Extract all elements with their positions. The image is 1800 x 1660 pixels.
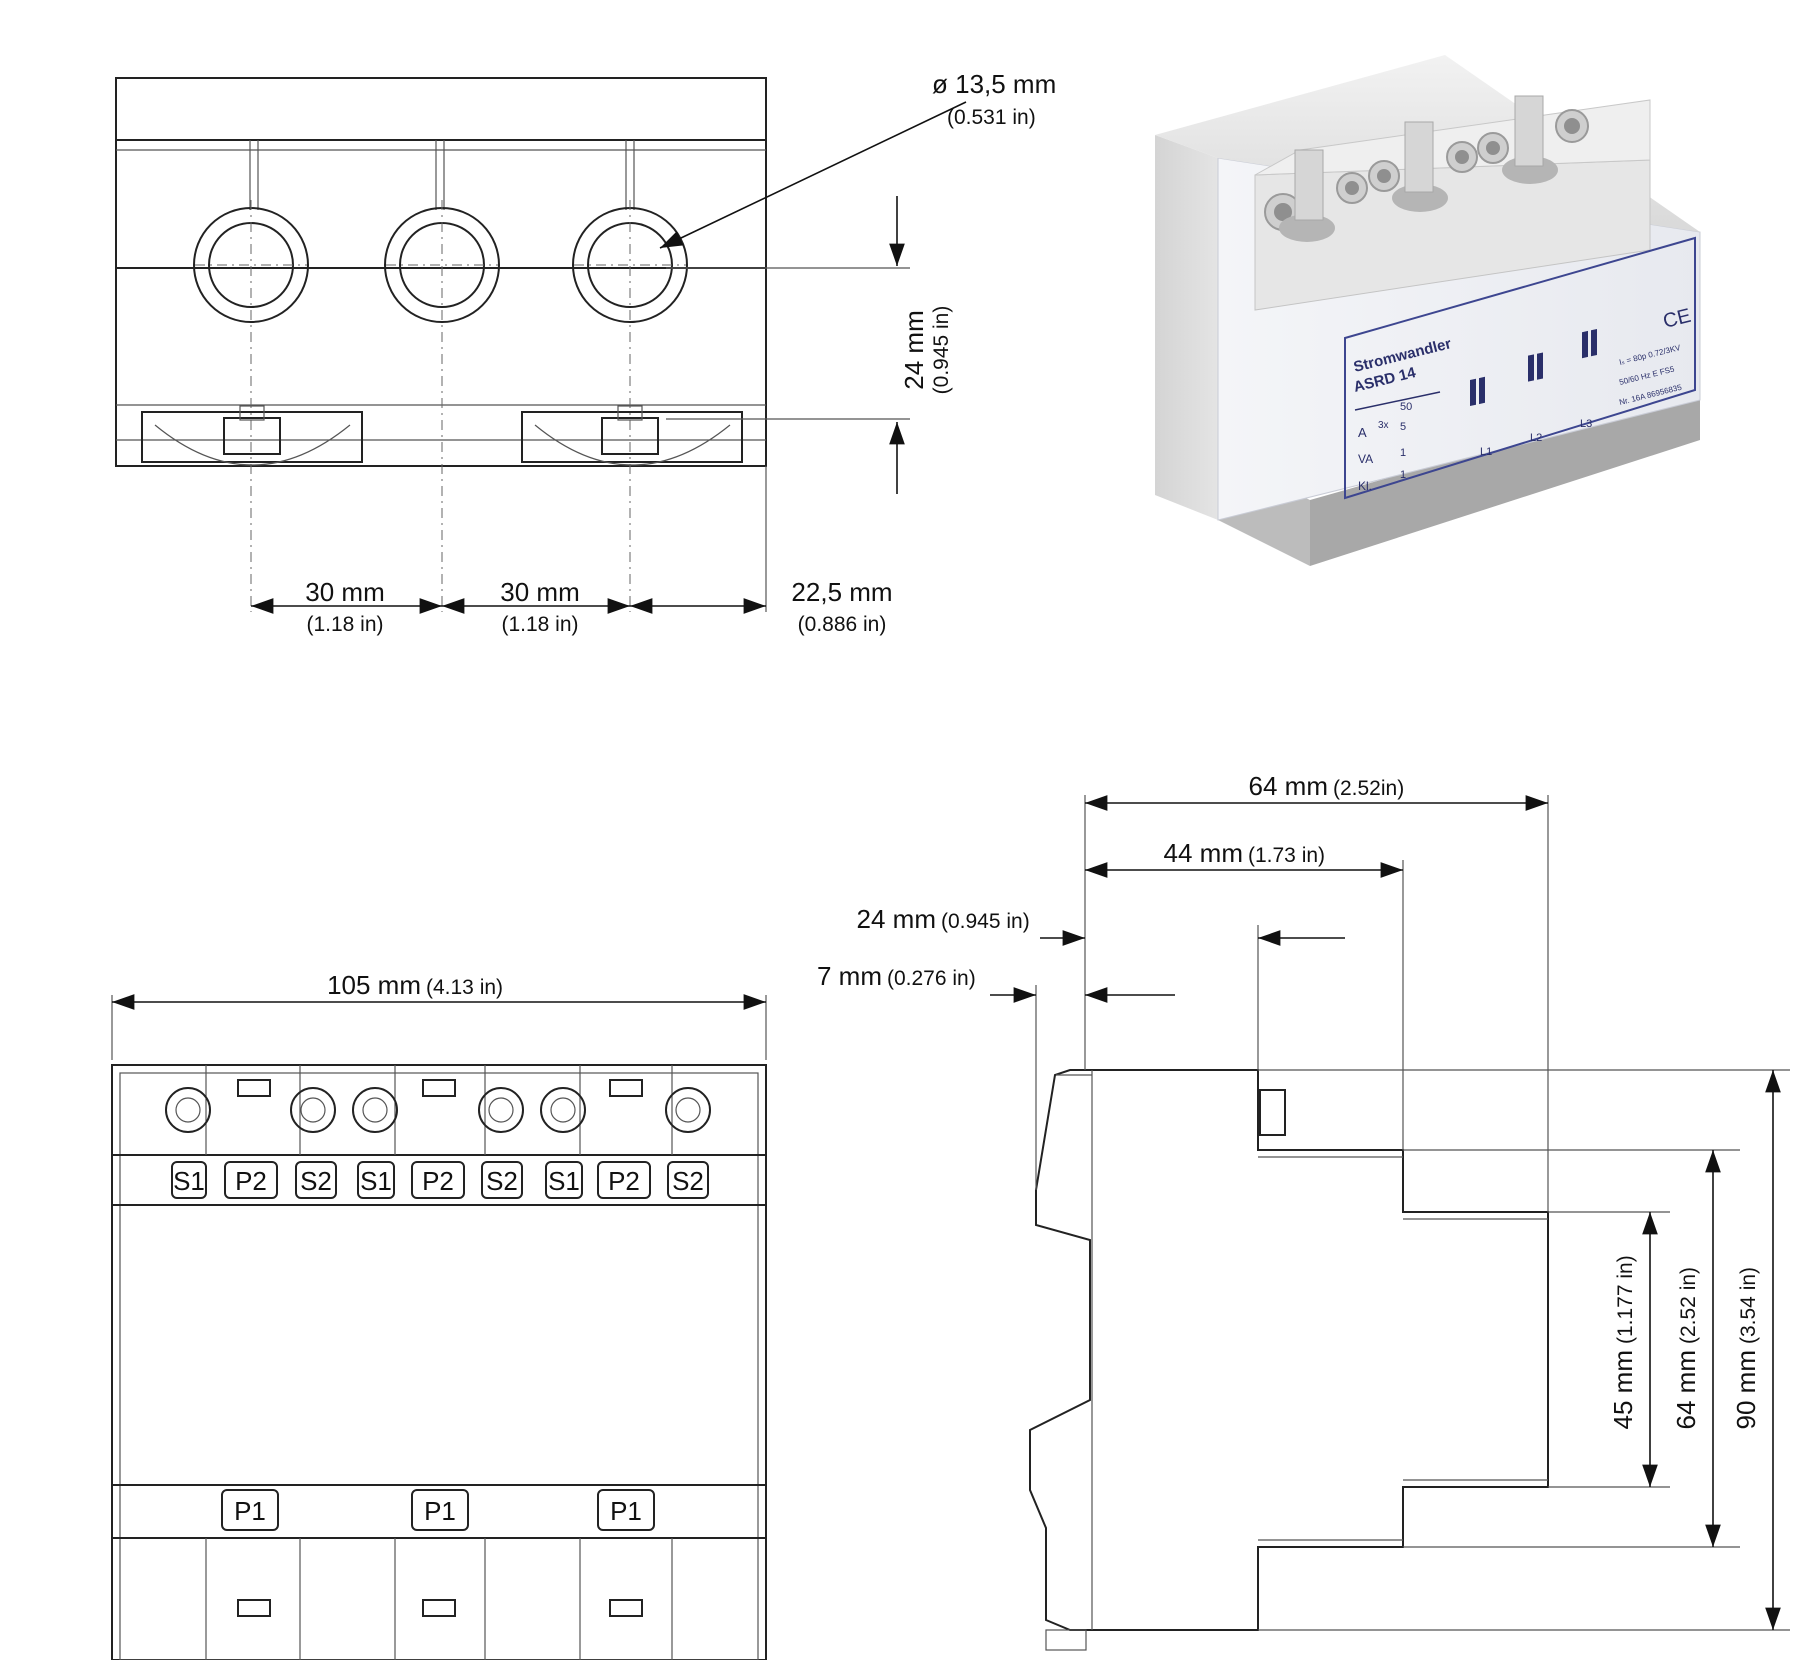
product-render — [1155, 55, 1701, 566]
front-width-label: 105 mm — [327, 970, 421, 1000]
side-depth-front-inch-label: (0.945 in) — [941, 910, 1030, 933]
din-clip-right — [521, 405, 743, 466]
din-clip-left — [141, 405, 363, 466]
screw-terminals — [165, 1079, 711, 1617]
spacing-3-label: 22,5 mm — [791, 577, 892, 607]
side-height-mid-label: 64 mm — [1671, 1350, 1701, 1429]
plate-ratio-den: 5 — [1400, 421, 1406, 433]
side-depth-mid-inch-label: (1.73 in) — [1248, 844, 1325, 867]
side-height-total-inch-label: (3.54 in) — [1737, 1267, 1760, 1344]
terminal-p1-a: P1 — [234, 1496, 266, 1526]
plate-kl-label: Kl. — [1358, 479, 1372, 493]
terminal-p2-c: P2 — [608, 1166, 640, 1196]
side-depth-clip-label: 7 mm — [817, 961, 882, 991]
front-view-drawing — [111, 994, 767, 1660]
plate-ratio-prefix: 3x — [1378, 420, 1389, 431]
top-height-inch-label: (0.945 in) — [930, 306, 953, 395]
spacing-2-label: 30 mm — [500, 577, 579, 607]
top-view-drawing — [115, 77, 967, 614]
terminal-s2-c: S2 — [672, 1166, 704, 1196]
side-height-inner-inch-label: (1.177 in) — [1614, 1255, 1637, 1344]
diameter-leader — [659, 101, 967, 249]
plate-va-label: VA — [1358, 452, 1373, 466]
plate-phase-l1: L1 — [1480, 446, 1492, 458]
plate-kl-value: 1 — [1400, 469, 1406, 481]
side-height-mid-inch-label: (2.52 in) — [1677, 1267, 1700, 1344]
plate-phase-l3: L3 — [1580, 418, 1592, 430]
terminal-p2-b: P2 — [422, 1166, 454, 1196]
front-width-inch-label: (4.13 in) — [426, 976, 503, 999]
top-height-label: 24 mm — [899, 310, 929, 389]
side-depth-front-label: 24 mm — [857, 904, 936, 934]
spacing-2-inch-label: (1.18 in) — [501, 613, 578, 636]
terminal-s1-a: S1 — [173, 1166, 205, 1196]
terminal-label-boxes — [171, 1161, 709, 1531]
side-depth-clip-inch-label: (0.276 in) — [887, 967, 976, 990]
terminal-s1-b: S1 — [360, 1166, 392, 1196]
spacing-1-label: 30 mm — [305, 577, 384, 607]
side-depth-mid-label: 44 mm — [1164, 838, 1243, 868]
terminal-s2-a: S2 — [300, 1166, 332, 1196]
plate-ratio-num: 50 — [1400, 401, 1412, 413]
side-height-inner-label: 45 mm — [1608, 1350, 1638, 1429]
diameter-inch-label: (0.531 in) — [947, 106, 1036, 129]
side-depth-total-inch-label: (2.52in) — [1333, 777, 1404, 800]
plate-va-value: 1 — [1400, 447, 1406, 459]
terminal-p1-c: P1 — [610, 1496, 642, 1526]
terminal-p2-a: P2 — [235, 1166, 267, 1196]
plate-ratio-label: A — [1358, 425, 1367, 440]
plate-phase-l2: L2 — [1530, 432, 1542, 444]
spacing-3-inch-label: (0.886 in) — [798, 613, 887, 636]
side-view-drawing — [990, 795, 1790, 1651]
terminal-s1-c: S1 — [548, 1166, 580, 1196]
terminal-s2-b: S2 — [486, 1166, 518, 1196]
side-depth-total-label: 64 mm — [1249, 771, 1328, 801]
spacing-1-inch-label: (1.18 in) — [306, 613, 383, 636]
terminal-p1-b: P1 — [424, 1496, 456, 1526]
side-height-total-label: 90 mm — [1731, 1350, 1761, 1429]
diameter-label: ø 13,5 mm — [932, 69, 1056, 99]
